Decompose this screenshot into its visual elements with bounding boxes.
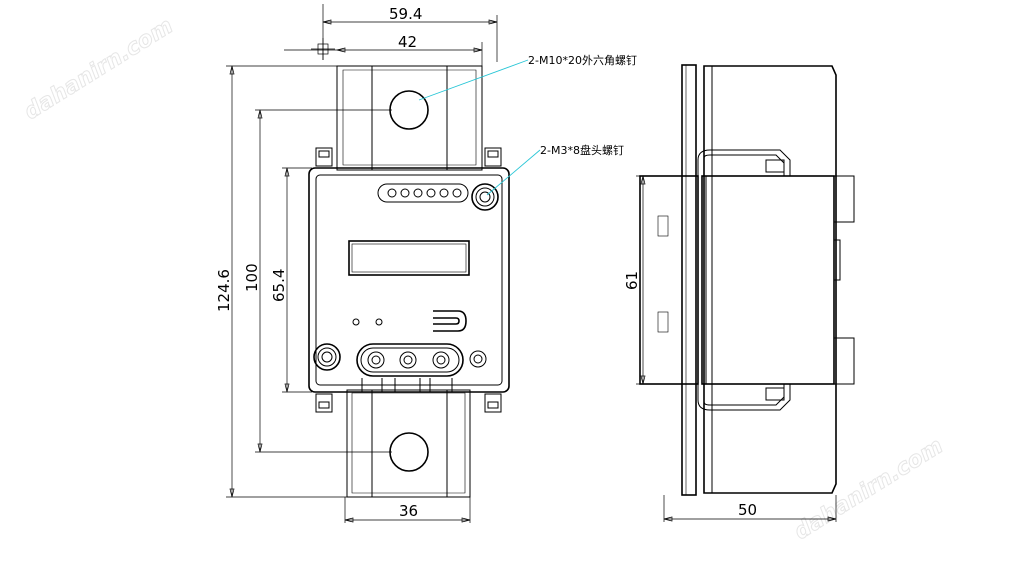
top-mounting-hole xyxy=(389,90,429,130)
watermark-top-left: dahanirn.com xyxy=(20,14,178,125)
dim-side-width: 50 xyxy=(738,501,757,519)
top-busbar xyxy=(336,65,483,171)
side-busbar-plate xyxy=(681,64,697,496)
callout-pan-screw: 2-M3*8盘头螺钉 xyxy=(540,143,624,157)
meter-body xyxy=(308,167,510,393)
pan-screw-bottom-left xyxy=(313,343,341,371)
callouts: 2-M10*20外六角螺钉 2-M3*8盘头螺钉 xyxy=(418,54,637,196)
dim-width-body: 42 xyxy=(398,33,417,51)
dim-hole-spacing: 100 xyxy=(243,263,261,292)
bottom-busbar xyxy=(346,389,471,498)
watermark-bottom-right: dahanirn.com xyxy=(790,434,948,545)
indicator-row xyxy=(377,183,469,203)
terminal-block xyxy=(356,343,464,393)
pan-screw-bottom-right xyxy=(469,350,487,368)
side-clips xyxy=(315,147,502,413)
dim-body-height: 65.4 xyxy=(270,269,288,302)
side-dimensions: 61 50 xyxy=(623,175,837,522)
side-housing xyxy=(703,65,837,494)
lcd-display xyxy=(348,240,470,276)
dim-width-overall: 59.4 xyxy=(389,5,422,23)
side-body xyxy=(639,175,699,385)
connector-symbol xyxy=(433,310,467,332)
dim-height-overall: 124.6 xyxy=(215,269,233,312)
bottom-mounting-hole xyxy=(389,432,429,472)
led-1 xyxy=(352,318,360,326)
callout-hex-bolt: 2-M10*20外六角螺钉 xyxy=(528,54,637,67)
led-2 xyxy=(375,318,383,326)
front-dimensions: 59.4 42 124.6 100 xyxy=(215,4,498,523)
dim-busbar-width: 36 xyxy=(399,502,418,520)
side-view: 61 50 xyxy=(623,64,855,522)
pan-screw-top xyxy=(471,183,499,211)
front-view: 59.4 42 124.6 100 xyxy=(215,4,637,523)
dim-side-depth: 61 xyxy=(623,271,641,290)
